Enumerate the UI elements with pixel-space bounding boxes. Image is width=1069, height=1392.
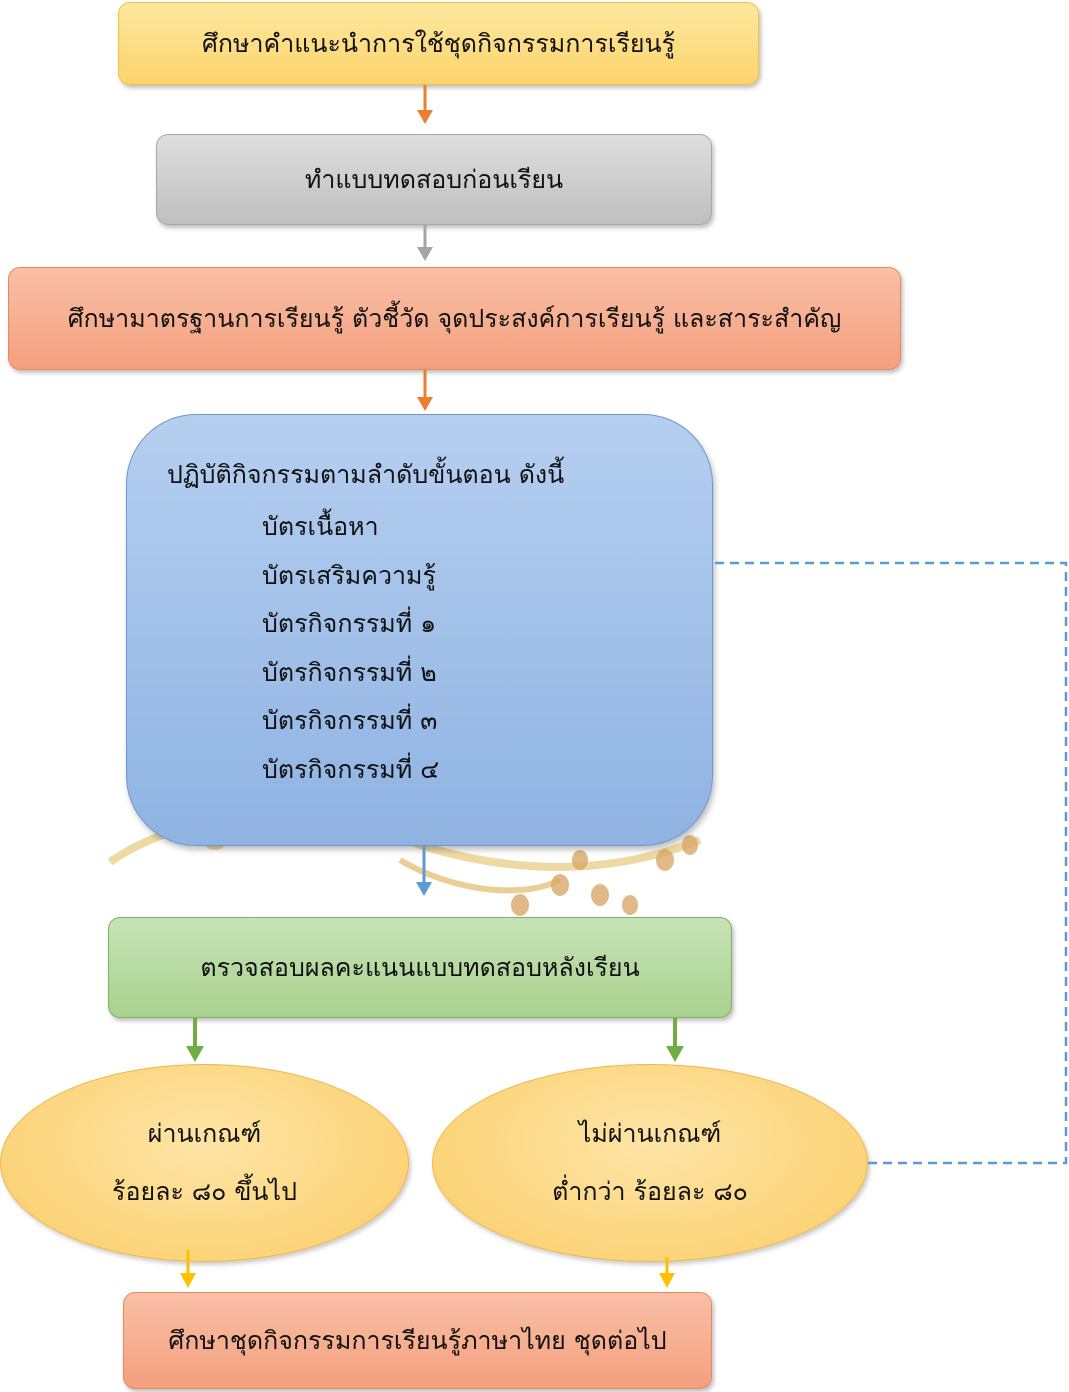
step-next-set-label: ศึกษาชุดกิจกรรมการเรียนรู้ภาษาไทย ชุดต่อ… <box>168 1325 667 1355</box>
step-pretest-label: ทำแบบทดสอบก่อนเรียน <box>304 164 564 194</box>
step-read-instructions-label: ศึกษาคำแนะนำการใช้ชุดกิจกรรมการเรียนรู้ <box>201 28 676 58</box>
arrow-s4-s5 <box>416 846 432 896</box>
result-fail-line1: ไม่ผ่านเกณฑ์ <box>578 1119 722 1148</box>
activity-item: บัตรกิจกรรมที่ ๑ <box>262 609 437 638</box>
result-pass-line2: ร้อยละ ๘๐ ขึ้นไป <box>112 1177 297 1206</box>
activity-item: บัตรกิจกรรมที่ ๔ <box>262 754 440 784</box>
step-study-standards: ศึกษามาตรฐานการเรียนรู้ ตัวชี้วัด จุดประ… <box>8 267 901 370</box>
activity-item: บัตรกิจกรรมที่ ๒ <box>262 657 437 687</box>
result-fail-line2: ต่ำกว่า ร้อยละ ๘๐ <box>552 1177 748 1206</box>
step-read-instructions: ศึกษาคำแนะนำการใช้ชุดกิจกรรมการเรียนรู้ <box>118 2 759 85</box>
arrow-s2-s3 <box>417 225 433 261</box>
activity-item: บัตรเสริมความรู้ <box>262 560 436 590</box>
arrow-s3-s4 <box>417 370 433 411</box>
step-check-posttest: ตรวจสอบผลคะแนนแบบทดสอบหลังเรียน <box>108 917 732 1018</box>
step-activities-heading: ปฏิบัติกิจกรรมตามลำดับขั้นตอน ดังนี้ <box>167 460 565 489</box>
arrow-s5-fail <box>666 1018 684 1062</box>
step-activities: ปฏิบัติกิจกรรมตามลำดับขั้นตอน ดังนี้ บัต… <box>126 414 713 846</box>
step-check-posttest-label: ตรวจสอบผลคะแนนแบบทดสอบหลังเรียน <box>200 952 640 982</box>
activity-item: บัตรเนื้อหา <box>262 512 379 541</box>
arrow-s5-pass <box>186 1018 204 1062</box>
result-fail: ไม่ผ่านเกณฑ์ ต่ำกว่า ร้อยละ ๘๐ <box>432 1064 868 1262</box>
step-next-set: ศึกษาชุดกิจกรรมการเรียนรู้ภาษาไทย ชุดต่อ… <box>123 1292 712 1389</box>
loop-back-dashed <box>714 561 1068 1165</box>
result-pass: ผ่านเกณฑ์ ร้อยละ ๘๐ ขึ้นไป <box>0 1064 409 1262</box>
step-study-standards-label: ศึกษามาตรฐานการเรียนรู้ ตัวชี้วัด จุดประ… <box>67 303 842 333</box>
result-pass-line1: ผ่านเกณฑ์ <box>147 1119 262 1148</box>
activity-item: บัตรกิจกรรมที่ ๓ <box>262 706 438 735</box>
arrow-s1-s2 <box>417 85 433 124</box>
step-pretest: ทำแบบทดสอบก่อนเรียน <box>156 134 712 225</box>
activity-list: บัตรเนื้อหา บัตรเสริมความรู้ บัตรกิจกรรม… <box>262 503 439 794</box>
